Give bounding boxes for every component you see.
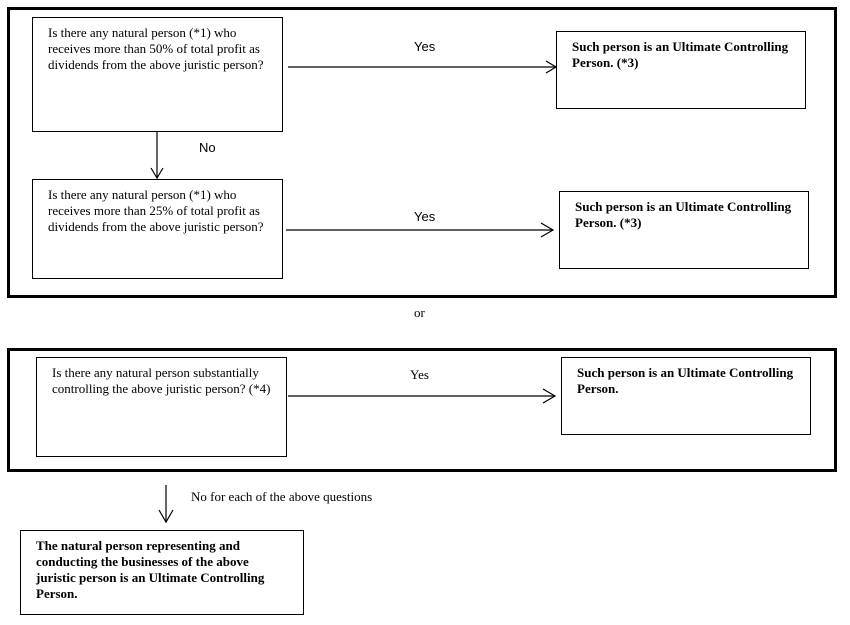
question-text: Is there any natural person (*1) who rec…: [48, 25, 264, 72]
question-text: Is there any natural person (*1) who rec…: [48, 187, 264, 234]
or-label: or: [414, 305, 425, 320]
yes-label-2: Yes: [414, 209, 436, 224]
question-text: Is there any natural person substantiall…: [52, 365, 271, 396]
arrow-no-all-down: [158, 485, 174, 524]
result-text: The natural person representing and cond…: [36, 538, 265, 601]
question-box-25-percent: Is there any natural person (*1) who rec…: [32, 179, 283, 279]
question-box-50-percent: Is there any natural person (*1) who rec…: [32, 17, 283, 132]
question-box-substantial-control: Is there any natural person substantiall…: [36, 357, 287, 457]
no-label: No: [199, 140, 216, 155]
answer-box-ucp-2: Such person is an Ultimate Controlling P…: [559, 191, 809, 269]
result-box-representative: The natural person representing and cond…: [20, 530, 304, 615]
answer-text: Such person is an Ultimate Controlling P…: [575, 199, 792, 230]
answer-text: Such person is an Ultimate Controlling P…: [577, 365, 794, 396]
answer-text: Such person is an Ultimate Controlling P…: [572, 39, 789, 70]
no-for-all-label: No for each of the above questions: [191, 489, 373, 504]
answer-box-ucp-3: Such person is an Ultimate Controlling P…: [561, 357, 811, 435]
answer-box-ucp-1: Such person is an Ultimate Controlling P…: [556, 31, 806, 109]
yes-label-3: Yes: [410, 367, 429, 382]
yes-label-1: Yes: [414, 39, 436, 54]
criteria-group-frame-1: [7, 7, 837, 298]
criteria-group-frame-2: [7, 348, 837, 472]
